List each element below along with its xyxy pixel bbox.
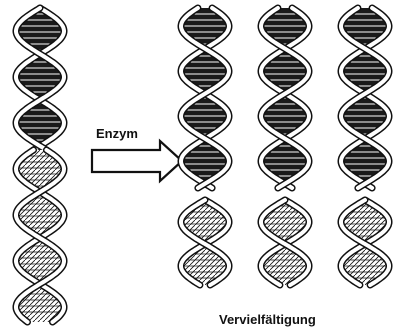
dark-helix-copy-2 <box>261 8 309 188</box>
light-helix-copy-1 <box>181 200 229 285</box>
amplification-label: Vervielfältigung <box>219 312 316 327</box>
light-helix-copy-3 <box>341 200 389 285</box>
enzyme-label: Enzym <box>96 126 138 141</box>
light-helix-copy-2 <box>261 200 309 285</box>
dark-helix-copy-1 <box>181 8 229 188</box>
dark-helix-copy-3 <box>341 8 389 188</box>
helix-core <box>16 8 64 150</box>
process-arrow-icon <box>92 141 182 181</box>
source-helix-light-section <box>16 150 64 322</box>
source-helix-dark-section <box>16 8 64 150</box>
